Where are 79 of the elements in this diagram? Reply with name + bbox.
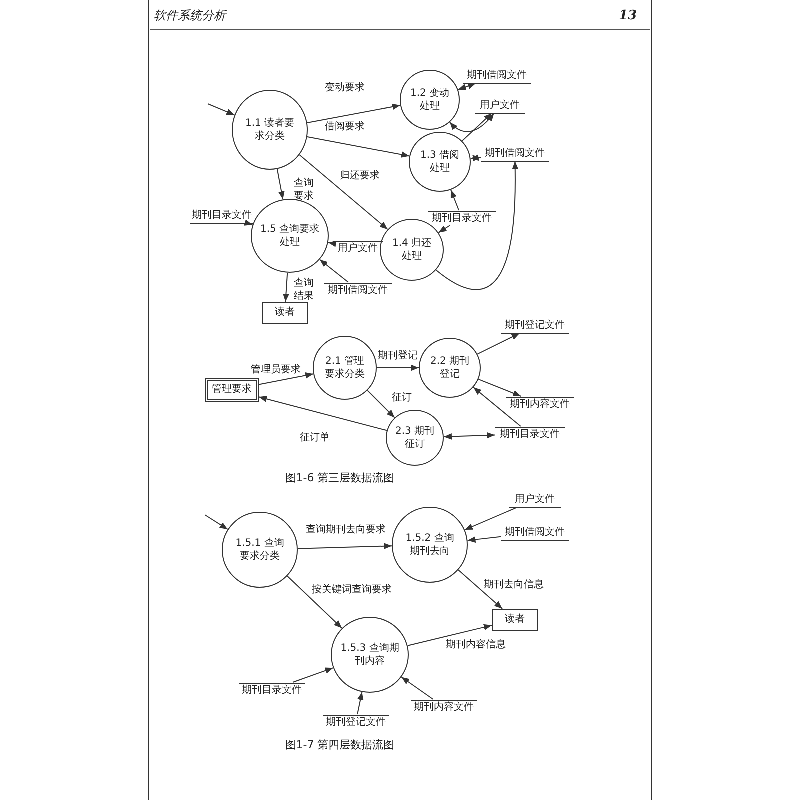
arrow xyxy=(258,372,314,386)
data-store: 期刊内容文件 xyxy=(506,396,574,412)
process-circle: 1.5.3 查询期刊内容 xyxy=(331,617,409,693)
arrow xyxy=(464,507,518,531)
process-circle: 2.1 管理要求分类 xyxy=(313,336,377,400)
data-store: 期刊借阅文件 xyxy=(324,282,392,298)
arrow xyxy=(449,113,495,132)
arrow xyxy=(436,161,518,290)
data-store: 期刊内容文件 xyxy=(411,700,477,714)
edge-label: 征订 xyxy=(391,392,413,404)
figure-caption: 图1-7 第四层数据流图 xyxy=(285,738,395,752)
edge-label: 借阅要求 xyxy=(324,120,366,134)
process-circle: 2.2 期刊登记 xyxy=(419,338,481,398)
arrow xyxy=(462,113,492,142)
arrow xyxy=(244,220,254,226)
arrow xyxy=(208,104,236,116)
data-store: 期刊借阅文件 xyxy=(501,526,569,540)
figure-caption: 图1-6 第三层数据流图 xyxy=(285,470,395,486)
process-circle: 1.2 变动处理 xyxy=(400,70,460,130)
edge-label: 查询要求 xyxy=(293,177,315,203)
data-store: 期刊目录文件 xyxy=(190,208,254,224)
arrow xyxy=(477,333,520,355)
process-circle: 1.1 读者要求分类 xyxy=(232,90,308,170)
edge-label: 期刊去向信息 xyxy=(483,578,545,592)
arrow xyxy=(204,514,228,530)
edge-label: 征订单 xyxy=(299,432,331,444)
arrow xyxy=(319,259,350,283)
arrow xyxy=(443,432,496,440)
page-number: 13 xyxy=(618,8,638,24)
arrow xyxy=(299,154,388,230)
arrow xyxy=(306,136,410,158)
arrow xyxy=(328,241,337,248)
arrow xyxy=(258,396,388,432)
process-circle: 2.3 期刊征订 xyxy=(386,410,444,466)
data-store: 期刊目录文件 xyxy=(239,682,305,698)
arrow xyxy=(376,364,420,372)
process-circle: 1.3 借阅处理 xyxy=(409,132,471,192)
data-store: 期刊目录文件 xyxy=(495,426,565,442)
arrow xyxy=(450,190,460,211)
arrow xyxy=(458,570,504,610)
data-store: 期刊目录文件 xyxy=(428,210,496,226)
arrow xyxy=(297,543,393,550)
arrow xyxy=(357,692,364,715)
entity-box: 管理要求 xyxy=(205,378,259,402)
edge-label: 归还要求 xyxy=(339,170,381,182)
process-circle: 1.5 查询要求处理 xyxy=(251,199,329,273)
data-store: 用户文件 xyxy=(333,240,383,256)
entity-box: 读者 xyxy=(492,609,538,631)
arrow xyxy=(283,272,290,302)
arrow xyxy=(276,168,285,200)
arrow xyxy=(306,104,402,124)
process-circle: 1.5.1 查询要求分类 xyxy=(222,512,298,588)
arrow xyxy=(438,225,451,234)
edge-label: 管理员要求 xyxy=(250,364,302,376)
arrow xyxy=(401,676,434,700)
arrow xyxy=(292,668,334,683)
arrow xyxy=(467,536,502,543)
arrow xyxy=(458,83,477,90)
edge-label: 期刊内容信息 xyxy=(445,638,507,652)
edge-label: 按关键词查询要求 xyxy=(311,584,393,596)
arrow xyxy=(407,624,492,646)
data-store: 期刊登记文件 xyxy=(501,318,569,334)
arrow xyxy=(367,390,396,418)
arrow xyxy=(473,386,522,427)
data-store: 期刊借阅文件 xyxy=(481,146,549,162)
data-store: 期刊借阅文件 xyxy=(463,68,531,84)
edge-label: 查询期刊去向要求 xyxy=(305,524,387,536)
edge-label: 期刊登记 xyxy=(377,350,419,362)
entity-box: 读者 xyxy=(262,302,308,324)
edge-label: 查询结果 xyxy=(293,277,315,303)
data-store: 用户文件 xyxy=(509,492,561,508)
data-store: 期刊登记文件 xyxy=(323,714,389,730)
data-store: 用户文件 xyxy=(475,98,525,114)
arrow xyxy=(470,154,482,162)
running-header: 软件系统分析 xyxy=(154,8,226,24)
edge-label: 变动要求 xyxy=(324,82,366,94)
process-circle: 1.5.2 查询期刊去向 xyxy=(392,507,468,583)
arrow xyxy=(287,576,343,629)
arrow xyxy=(478,378,522,397)
